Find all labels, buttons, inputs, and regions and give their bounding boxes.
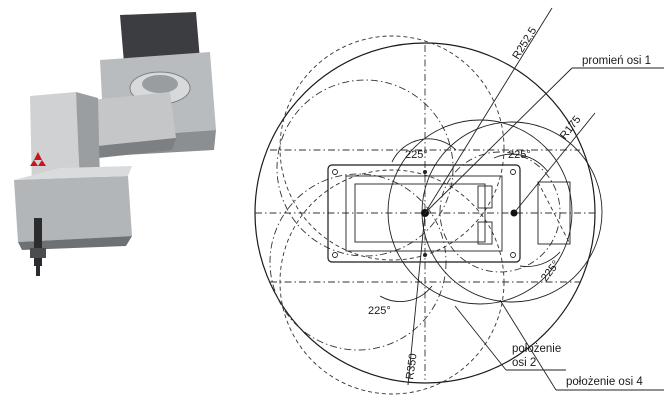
dim-line-r175 [513, 112, 596, 214]
angle-label-4: 225° [539, 259, 562, 284]
axis2-extent-upper [279, 35, 505, 261]
tool-nut [30, 248, 46, 258]
dim-r175: R175 [558, 114, 584, 142]
column-side [76, 92, 100, 186]
angle-arc-4 [519, 251, 561, 267]
scara-robot-photo [14, 12, 216, 276]
angle-arc-3 [379, 285, 433, 303]
dim-line-r350 [407, 212, 426, 386]
base-plate-core [354, 183, 486, 243]
mitsubishi-logo-icon [34, 152, 42, 160]
motor-housing-top [120, 12, 200, 63]
angle-arc-2 [493, 153, 549, 173]
workspace-drawing: R252,5 R175 R350 225° 225° 225° 225° pro… [254, 7, 664, 395]
base-plate-outer [327, 164, 521, 263]
label-position-axis4: położenie osi 4 [566, 376, 643, 388]
dim-line-r252 [424, 7, 553, 214]
tool-shaft [34, 218, 42, 266]
axis4-arc-3 [439, 151, 561, 273]
label-position-axis2-line1: położenie [512, 343, 561, 355]
axis2-arc-upper [276, 79, 454, 257]
dim-r252: R252,5 [510, 25, 539, 61]
angle-arc-1 [391, 138, 457, 163]
rotary-flange-inner [142, 75, 178, 93]
robot-base [14, 176, 132, 242]
robot-base-top [14, 166, 132, 180]
angle-label-2: 225° [508, 149, 531, 161]
robot-base-front [18, 236, 132, 250]
angle-label-1: 225° [405, 149, 428, 161]
label-position-axis2-line2: osi 2 [512, 357, 536, 369]
axis4-arc-2 [387, 119, 573, 305]
label-radius-axis1: promień osi 1 [582, 55, 651, 67]
arm1-link-shade [78, 138, 176, 160]
base-plate-inner [345, 175, 503, 252]
angle-label-3: 225° [368, 305, 391, 317]
dim-line-axis1 [424, 67, 573, 214]
dim-r350: R350 [404, 353, 420, 381]
